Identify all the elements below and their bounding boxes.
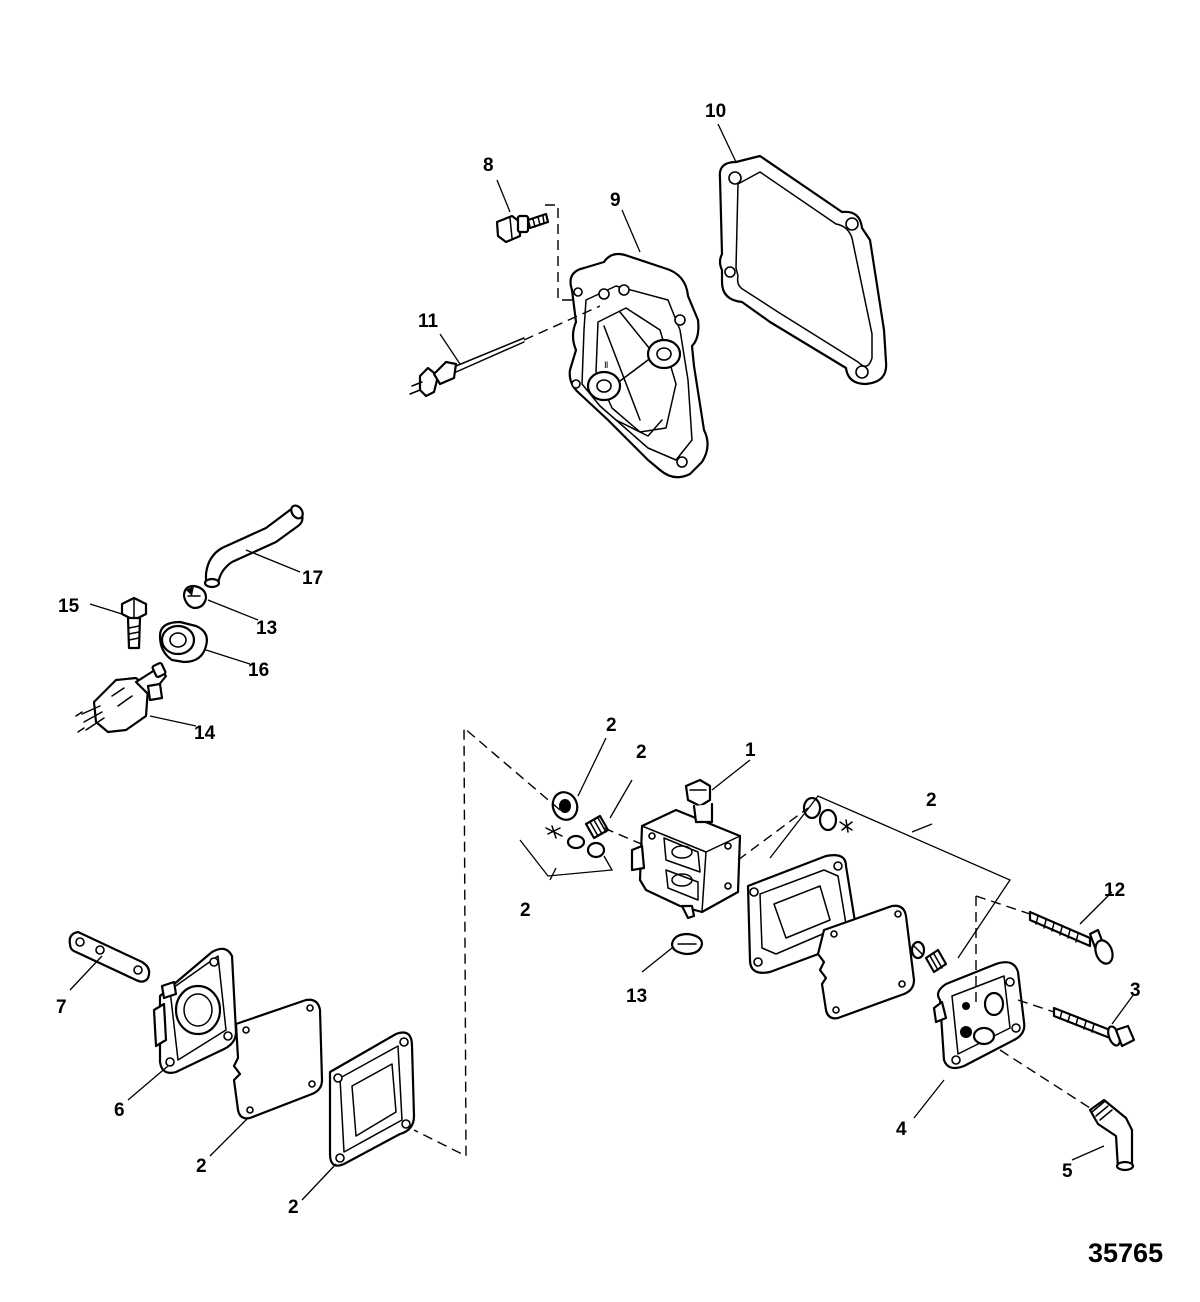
diaphragm-part-2-lower-left [232, 998, 324, 1120]
callout-17: 17 [302, 568, 323, 589]
callout-5: 5 [1062, 1161, 1073, 1182]
callout-7: 7 [56, 997, 67, 1018]
svg-text:Ⅱ: Ⅱ [604, 361, 608, 371]
mounting-plate-part-6 [152, 947, 238, 1074]
callout-3: 3 [1130, 980, 1141, 1001]
spring-part-2 [584, 814, 610, 840]
elbow-fitting-part-5 [1088, 1098, 1135, 1172]
callout-15: 15 [58, 596, 80, 617]
screw-part-12 [1028, 910, 1114, 965]
gasket-part-2-lower [328, 1031, 416, 1167]
hose-part-17 [203, 504, 304, 589]
washer-part-2 [551, 791, 579, 821]
callout-2-washer: 2 [606, 715, 617, 736]
callout-6: 6 [114, 1100, 125, 1121]
callout-12: 12 [1104, 880, 1125, 901]
spacer-part-16 [158, 620, 208, 664]
clamp-part-13-lower [670, 932, 704, 956]
bolt-part-15 [120, 596, 148, 650]
link-part-7 [68, 930, 151, 983]
callout-2-group-right: 2 [926, 790, 937, 811]
spring-part-2-lower [910, 940, 948, 974]
callout-2-spring: 2 [636, 742, 647, 763]
leader-lines [69, 123, 1135, 1201]
callout-labels: 10 8 9 11 17 15 13 16 14 2 2 1 2 2 13 12… [56, 101, 1141, 1218]
callout-13-upper: 13 [256, 618, 277, 639]
callout-13-lower: 13 [626, 986, 647, 1007]
pump-body-part-1 [630, 778, 742, 920]
sender-part-14 [75, 662, 168, 734]
valve-disc-part-2 [802, 796, 853, 833]
screw-part-3 [1052, 1006, 1136, 1048]
callout-8: 8 [483, 155, 494, 176]
callout-10: 10 [705, 101, 726, 122]
callout-11: 11 [418, 311, 439, 332]
diaphragm-part-2-center [816, 904, 916, 1020]
clamp-part-13-upper [182, 584, 208, 610]
sensor-part-11 [409, 337, 525, 398]
callout-14: 14 [194, 723, 216, 744]
alignment-lines-top [523, 204, 601, 341]
callout-2-group-left: 2 [520, 900, 531, 921]
screw-part-8 [495, 212, 550, 244]
callout-16: 16 [248, 660, 269, 681]
group-brackets [519, 795, 1011, 959]
cover-plate-part-9: Ⅱ [568, 252, 709, 479]
callout-2-gasket-lower: 2 [288, 1197, 299, 1218]
callout-2-diaphragm-lower: 2 [196, 1156, 207, 1177]
callout-1: 1 [745, 740, 756, 761]
gasket-part-10 [718, 154, 888, 386]
figure-number: 35765 [1088, 1238, 1163, 1268]
callout-4: 4 [896, 1119, 907, 1140]
pump-cover-part-4 [932, 961, 1026, 1070]
alignment-lines-main [413, 726, 1091, 1158]
callout-9: 9 [610, 190, 621, 211]
check-valve-part-2 [545, 825, 606, 859]
